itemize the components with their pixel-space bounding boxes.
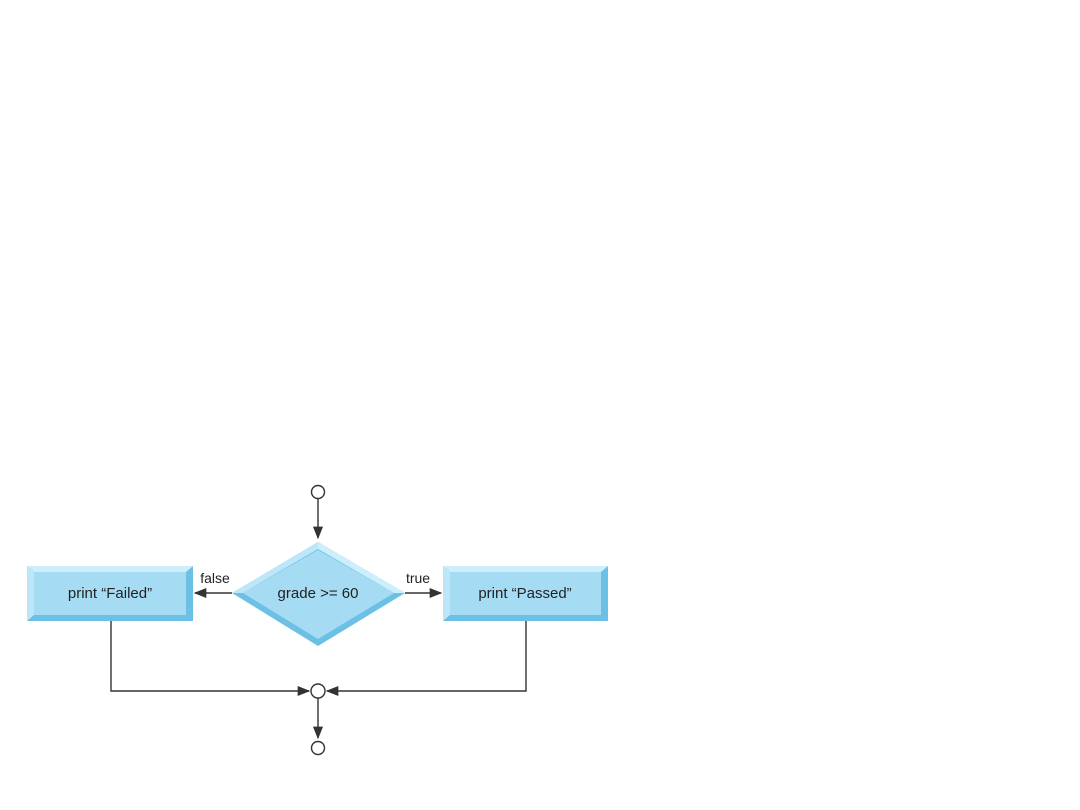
failed-action-box: print “Failed” (27, 566, 193, 621)
passed-action-box: print “Passed” (443, 566, 608, 621)
passed-action-text: print “Passed” (478, 585, 571, 602)
decision-condition-text: grade >= 60 (278, 585, 359, 602)
decision-diamond: grade >= 60 (232, 542, 405, 646)
passed-to-merge-line (325, 621, 527, 697)
merge-circle (310, 683, 326, 699)
initial-state-circle (310, 484, 326, 500)
final-state-circle (310, 740, 326, 756)
failed-to-merge-line (110, 621, 311, 697)
false-branch-label: false (200, 570, 230, 586)
true-branch-label: true (406, 570, 430, 586)
failed-action-text: print “Failed” (68, 585, 152, 602)
